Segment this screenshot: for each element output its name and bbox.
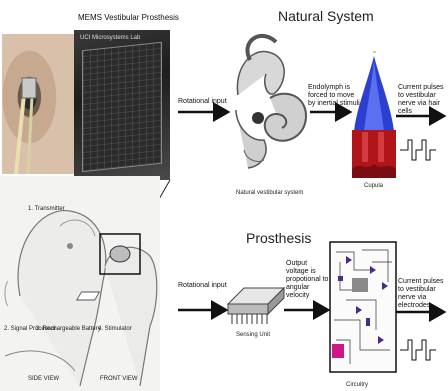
electrode-pulse-icon bbox=[0, 0, 448, 391]
